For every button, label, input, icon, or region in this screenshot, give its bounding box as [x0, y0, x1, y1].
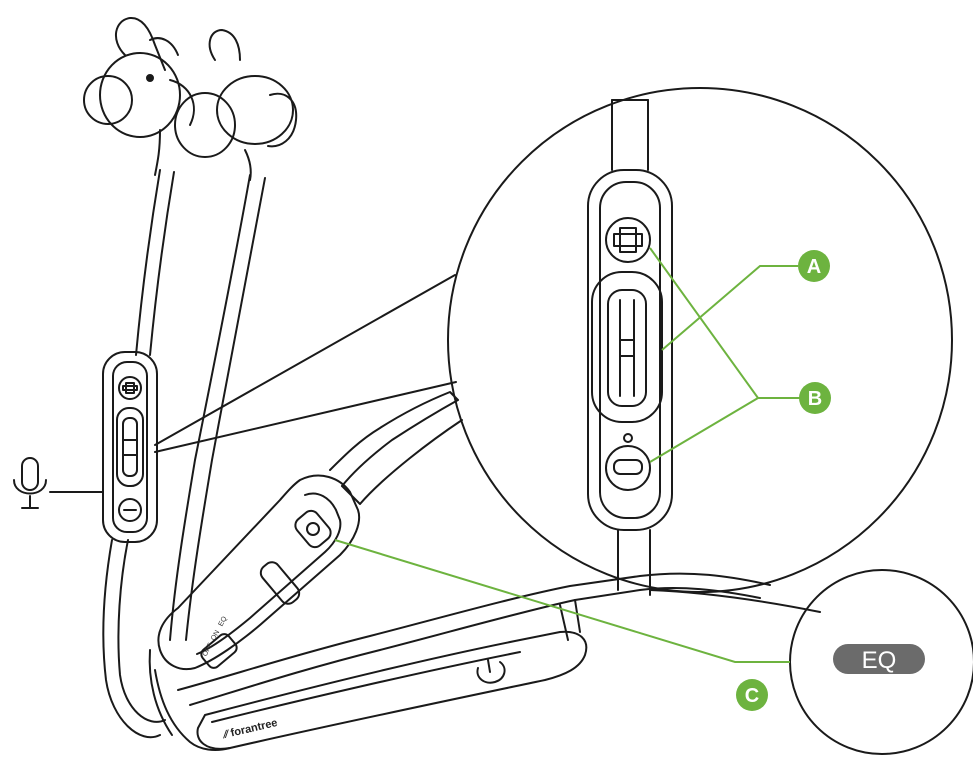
inline-remote — [102, 351, 158, 543]
zoom-volume-up-button[interactable] — [605, 217, 651, 263]
volume-up-button[interactable] — [118, 376, 142, 400]
power-icon — [476, 659, 506, 684]
callout-c: C — [736, 679, 768, 711]
eq-button-label: EQ — [862, 647, 897, 674]
switch-label-eq: EQ — [218, 615, 229, 628]
callout-c-label: C — [745, 685, 759, 707]
callout-a: A — [798, 250, 830, 282]
mode-switch[interactable] — [199, 632, 239, 671]
zoom-line-bottom — [154, 381, 457, 453]
callout-a-label: A — [807, 256, 821, 278]
zoom-volume-down-button[interactable] — [605, 445, 651, 491]
microphone-icon — [13, 457, 47, 509]
zoom-line-top — [154, 274, 456, 446]
zoom-circle — [447, 87, 953, 596]
callout-line-b-lower — [649, 397, 759, 463]
left-earbud — [83, 16, 195, 176]
power-button[interactable] — [292, 508, 334, 551]
band-tail — [649, 589, 821, 613]
zoom-led — [623, 433, 633, 443]
callout-lines — [334, 247, 800, 663]
eq-button[interactable]: EQ — [833, 644, 925, 674]
volume-down-button[interactable] — [118, 498, 142, 522]
callout-line-c — [334, 539, 790, 663]
multi-function-button[interactable] — [116, 407, 144, 487]
right-cable — [169, 174, 266, 641]
eq-slider-switch[interactable] — [258, 559, 303, 607]
callout-line-a — [661, 265, 798, 351]
brand-label: ∕∕ forantree — [220, 717, 279, 742]
switch-label-on: ON — [210, 629, 221, 642]
callout-b: B — [799, 382, 831, 414]
zoom-multi-function-button[interactable] — [591, 271, 663, 423]
switch-label-off: OFF — [202, 642, 215, 658]
callout-b-label: B — [808, 388, 822, 410]
left-cable — [102, 169, 175, 739]
